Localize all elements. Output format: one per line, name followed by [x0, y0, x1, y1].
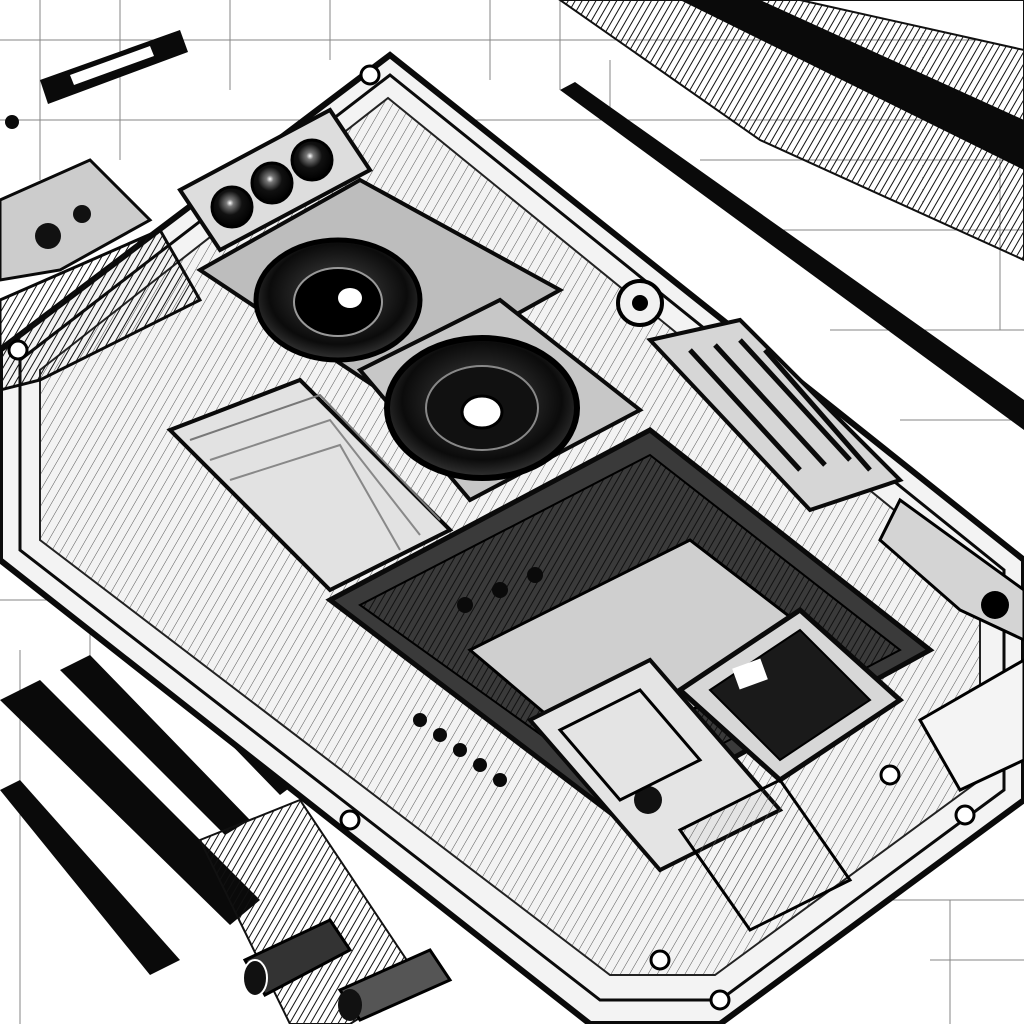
screws [7, 64, 976, 1011]
top-left-bar [5, 30, 188, 129]
cylindrical-parts [242, 918, 453, 1022]
side-panel [0, 158, 203, 392]
screw-icon [7, 339, 29, 361]
camera-module [177, 107, 373, 253]
screw-icon [649, 949, 671, 971]
chip-module [675, 606, 905, 784]
camera-lens-icon [210, 185, 254, 229]
component-row [413, 567, 543, 787]
screw-icon [954, 804, 976, 826]
upper-right-rails [558, 0, 1024, 430]
screw-icon [339, 809, 361, 831]
heatsink [616, 279, 904, 513]
camera-lens-icon [250, 161, 294, 205]
screw-icon [709, 989, 731, 1011]
screw-icon [359, 64, 381, 86]
camera-lens-icon [290, 138, 334, 182]
screw-icon [879, 764, 901, 786]
lower-board [526, 657, 853, 932]
right-side-parts [878, 497, 1024, 792]
wooden-board [166, 377, 454, 593]
speaker-lower [356, 297, 644, 503]
